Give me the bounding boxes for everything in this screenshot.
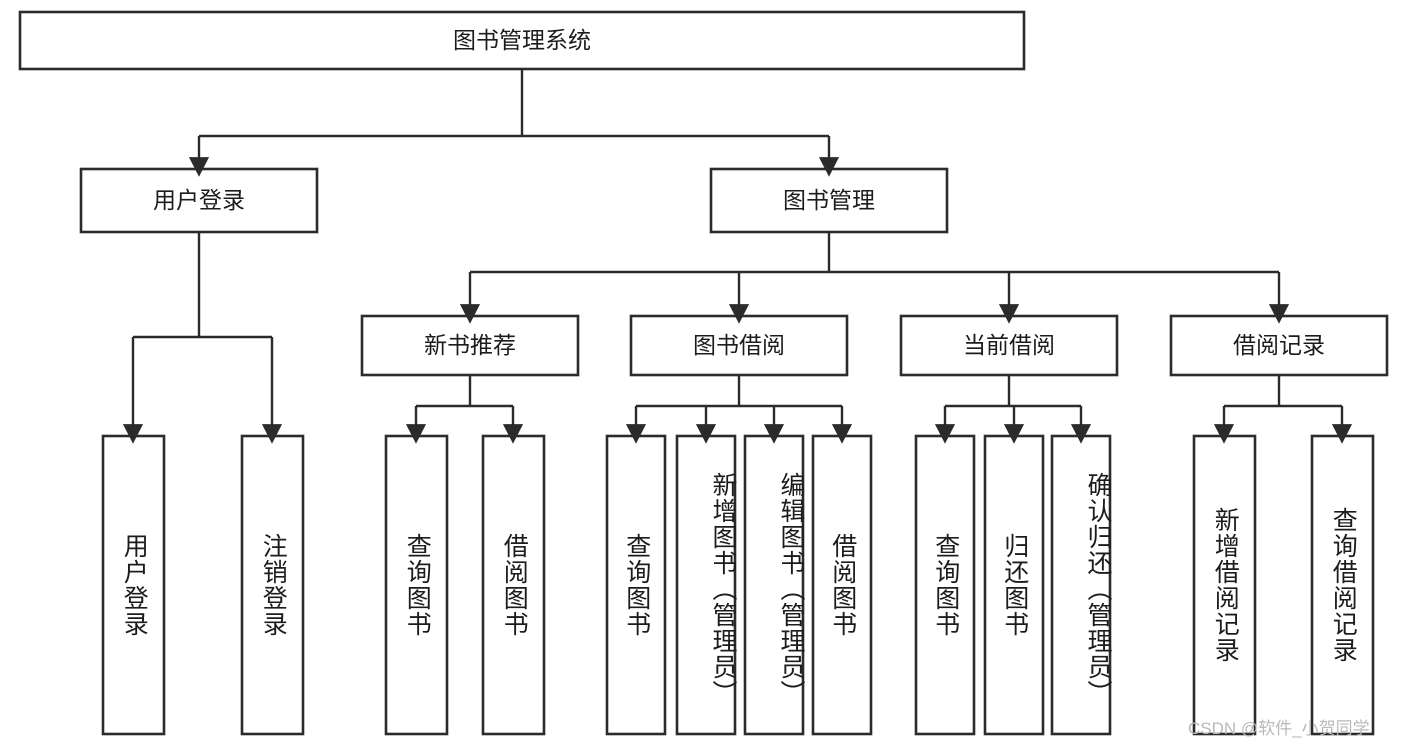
box-leaf-user-login[interactable] xyxy=(101,434,166,736)
box-leaf-borrow-book-recommend[interactable] xyxy=(481,434,546,736)
box-leaf-add-book-admin[interactable] xyxy=(675,434,737,736)
box-leaf-edit-book-admin[interactable] xyxy=(743,434,805,736)
box-new-book-recommend[interactable] xyxy=(360,314,580,377)
box-leaf-return-book[interactable] xyxy=(983,434,1045,736)
box-borrow-record[interactable] xyxy=(1169,314,1389,377)
box-leaf-borrow-book[interactable] xyxy=(811,434,873,736)
csdn-watermark: CSDN @软件_小贺同学 xyxy=(1188,719,1370,738)
box-leaf-query-book-borrow[interactable] xyxy=(605,434,667,736)
box-leaf-query-borrow-record[interactable] xyxy=(1310,434,1375,736)
box-book-management[interactable] xyxy=(709,167,949,234)
box-book-borrow[interactable] xyxy=(629,314,849,377)
box-leaf-query-book-recommend[interactable] xyxy=(384,434,449,736)
box-root-book-management-system[interactable] xyxy=(18,10,1026,71)
box-leaf-confirm-return-admin[interactable] xyxy=(1050,434,1112,736)
box-leaf-query-book-current[interactable] xyxy=(914,434,976,736)
box-user-login[interactable] xyxy=(79,167,319,234)
box-leaf-logout[interactable] xyxy=(240,434,305,736)
box-current-borrow[interactable] xyxy=(899,314,1119,377)
box-leaf-add-borrow-record[interactable] xyxy=(1192,434,1257,736)
